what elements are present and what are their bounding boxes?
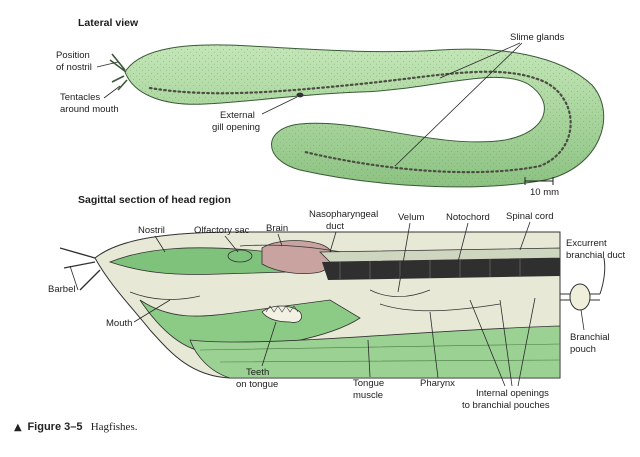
leader-tongue-muscle [367,339,371,378]
leader-branchial-pouch [580,309,585,331]
label-excurrent-1: Excurrent [566,238,607,249]
leader-barbel [69,265,79,291]
label-brain: Brain [266,223,288,234]
label-position-of-nostril-1: Position [56,50,90,61]
label-internal-openings-2: to branchial pouches [462,400,550,411]
label-nasopharyngeal-1: Nasopharyngeal [309,209,378,220]
leader-nostril [96,61,119,68]
hagfish-lateral-body [109,44,605,188]
label-internal-openings-1: Internal openings [476,388,549,399]
caption-text: Hagfishes. [90,421,138,433]
label-branchial-pouch-1: Branchial [570,332,610,343]
scale-label: 10 mm [530,187,559,198]
label-tentacles-2: around mouth [60,104,119,115]
label-external-gill-1: External [220,110,255,121]
sagittal-heading: Sagittal section of head region [78,194,231,206]
leader-velum [397,222,411,293]
label-tentacles-1: Tentacles [60,92,100,103]
label-spinal-cord: Spinal cord [506,211,554,222]
label-excurrent-2: branchial duct [566,250,626,261]
label-barbel: Barbel [48,284,75,295]
leader-nasopharyngeal [329,231,337,253]
label-tongue-muscle-2: muscle [353,390,383,401]
label-external-gill-2: gill opening [212,122,260,133]
caption-marker: ▲ [14,422,22,433]
leader-teeth [261,321,277,367]
leader-mouth [133,299,171,323]
leader-notochord [457,222,469,263]
label-branchial-pouch-2: pouch [570,344,596,355]
label-slime-glands: Slime glands [510,32,565,43]
leader-internal-openings [469,297,536,387]
label-velum: Velum [398,212,424,223]
leader-brain [277,233,283,247]
leader-slime-glands [394,42,523,167]
label-teeth-2: on tongue [236,379,278,390]
leader-gill [261,96,298,115]
label-notochord: Notochord [446,212,490,223]
leader-nostril-section [154,235,166,253]
lateral-view-heading: Lateral view [78,17,139,29]
label-position-of-nostril-2: of nostril [56,62,92,73]
leader-tentacles [103,85,121,99]
figure-caption: ▲ Figure 3–5 Hagfishes. [14,421,137,433]
branchial-pouch [560,257,606,311]
label-nostril: Nostril [138,225,165,236]
leader-olfactory [224,235,239,253]
leader-spinal-cord [519,221,531,251]
scale-bar [524,177,554,185]
label-teeth-1: Teeth [246,367,269,378]
label-olfactory-sac: Olfactory sac [194,225,250,236]
label-pharynx: Pharynx [420,378,455,389]
caption-figure-number: Figure 3–5 [27,421,83,433]
sagittal-section [59,231,561,379]
label-tongue-muscle-1: Tongue [353,378,384,389]
label-mouth: Mouth [106,318,132,329]
label-nasopharyngeal-2: duct [326,221,344,232]
leader-pharynx [429,311,439,379]
